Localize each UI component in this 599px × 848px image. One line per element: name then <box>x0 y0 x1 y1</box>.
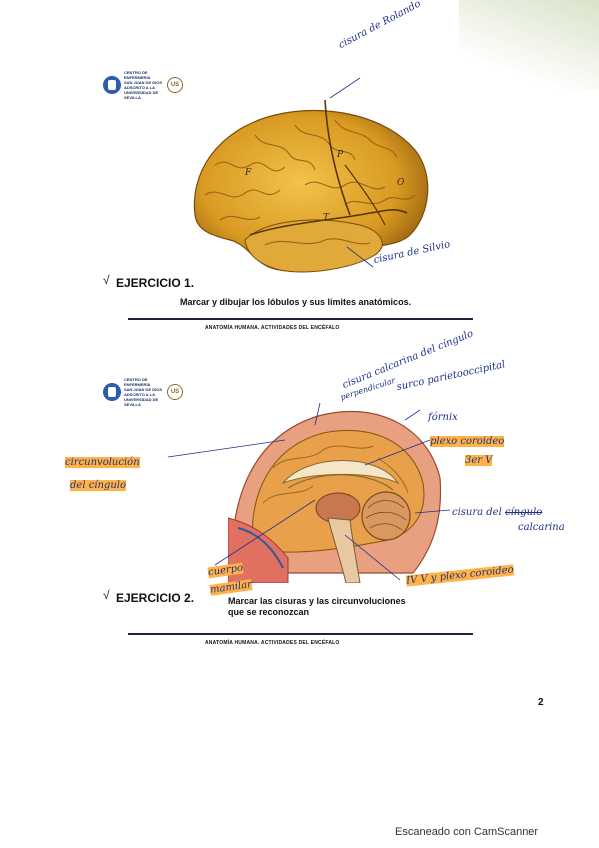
brain-sagittal-figure <box>228 410 442 583</box>
lobe-label-parietal: P <box>336 150 344 160</box>
lobe-label-temporal: T <box>323 213 330 223</box>
lobe-label-frontal: F <box>244 168 252 178</box>
divider-2 <box>128 633 473 635</box>
handwritten-fornix: fórnix <box>428 412 458 423</box>
cross-logo-icon <box>103 383 121 401</box>
footer-1: ANATOMÍA HUMANA. ACTIVIDADES DEL ENCÉFAL… <box>205 325 340 331</box>
handwritten-cisura-del: cisura del cíngulo <box>452 507 543 518</box>
school-logo: CENTRO DE ENFERMERÍA SAN JUAN DE DIOS AD… <box>103 377 183 407</box>
page-corner-shadow <box>459 0 599 90</box>
silvio-pointer-line <box>346 246 374 268</box>
handwritten-cingulo-2: del cíngulo <box>70 480 126 491</box>
exercise-1-title: EJERCICIO 1. <box>116 276 195 290</box>
cross-logo-icon <box>103 76 121 94</box>
handwritten-calcarina: calcarina <box>518 522 565 533</box>
annotation-pointer-lines <box>167 402 451 581</box>
exercise-2-title: EJERCICIO 2. <box>116 591 195 605</box>
scanner-watermark: Escaneado con CamScanner <box>395 826 539 838</box>
university-badge: US <box>167 384 183 400</box>
struck-cingulo: cíngulo <box>505 507 543 518</box>
university-badge: US <box>167 77 183 93</box>
footer-2: ANATOMÍA HUMANA. ACTIVIDADES DEL ENCÉFAL… <box>205 640 340 646</box>
brain-lateral-figure: F P O T <box>193 99 429 273</box>
handwritten-plexo-2: 3er V <box>465 455 493 466</box>
handwritten-cingulo-1: circunvolución <box>65 457 140 468</box>
handwritten-parietooccipital: surco parietooccipital <box>395 359 507 393</box>
divider-1 <box>128 318 473 320</box>
check-mark-2: √ <box>103 588 110 602</box>
logo-text: CENTRO DE ENFERMERÍA SAN JUAN DE DIOS AD… <box>124 70 163 100</box>
exercise-2-instruction-line1: Marcar las cisuras y las circunvolucione… <box>228 596 406 606</box>
logo-text: CENTRO DE ENFERMERÍA SAN JUAN DE DIOS AD… <box>124 377 163 407</box>
handwritten-plexo-1: plexo coroideo <box>430 436 505 447</box>
lobe-label-occipital: O <box>397 178 405 188</box>
rolando-pointer-line <box>329 77 361 99</box>
exercise-1-instruction: Marcar y dibujar los lóbulos y sus límit… <box>180 297 412 307</box>
page-number: 2 <box>538 697 544 708</box>
school-logo: CENTRO DE ENFERMERÍA SAN JUAN DE DIOS AD… <box>103 70 183 100</box>
exercise-2-instruction-line2: que se reconozcan <box>228 607 310 617</box>
check-mark-1: √ <box>103 273 110 287</box>
